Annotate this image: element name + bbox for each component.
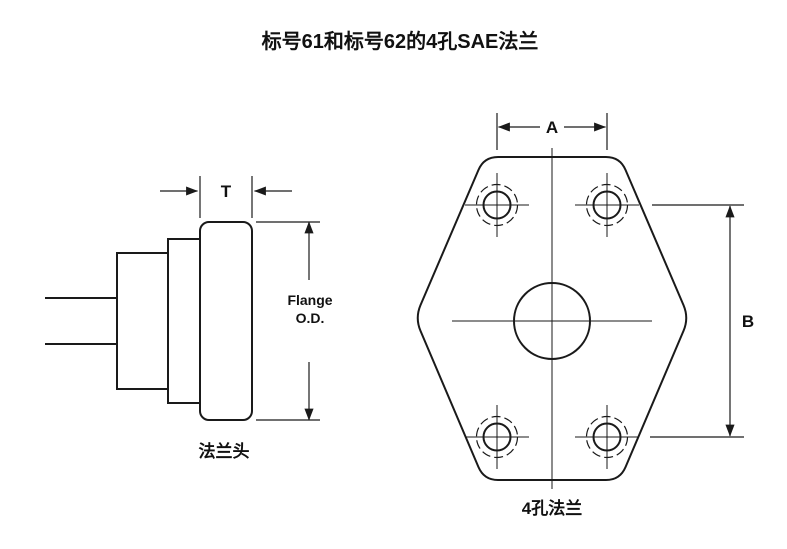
bolt-hole-circle (592, 422, 622, 452)
a-dimension-label: A (546, 118, 558, 137)
bolt-thread-circle (475, 183, 519, 227)
bolt-hole-bottom-right (575, 405, 639, 469)
bolt-hole-bottom-left (465, 405, 529, 469)
od-label-line2: O.D. (296, 310, 325, 326)
b-dimension-label: B (742, 312, 754, 331)
diagram-title: 标号61和标号62的4孔SAE法兰 (262, 29, 539, 53)
bolt-hole-circle (592, 190, 622, 220)
flange-head-side-view: T Flange O.D. 法兰头 (45, 176, 333, 461)
front-view-caption: 4孔法兰 (522, 498, 582, 518)
bolt-thread-circle (585, 183, 629, 227)
hub-step-1 (116, 252, 169, 390)
bolt-hole-top-right (575, 173, 639, 237)
t-dimension-label: T (221, 182, 232, 201)
bolt-thread-circle (475, 415, 519, 459)
flange-front-view: A B 4孔法兰 (416, 113, 754, 518)
bolt-hole-top-left (465, 173, 529, 237)
hub-step-2 (167, 238, 201, 404)
flange-body (199, 221, 253, 421)
bolt-hole-circle (482, 422, 512, 452)
center-port-circle (513, 282, 591, 360)
side-view-caption: 法兰头 (199, 441, 250, 461)
flange-outline (416, 156, 688, 481)
od-label-line1: Flange (287, 292, 332, 308)
bolt-hole-circle (482, 190, 512, 220)
bolt-thread-circle (585, 415, 629, 459)
